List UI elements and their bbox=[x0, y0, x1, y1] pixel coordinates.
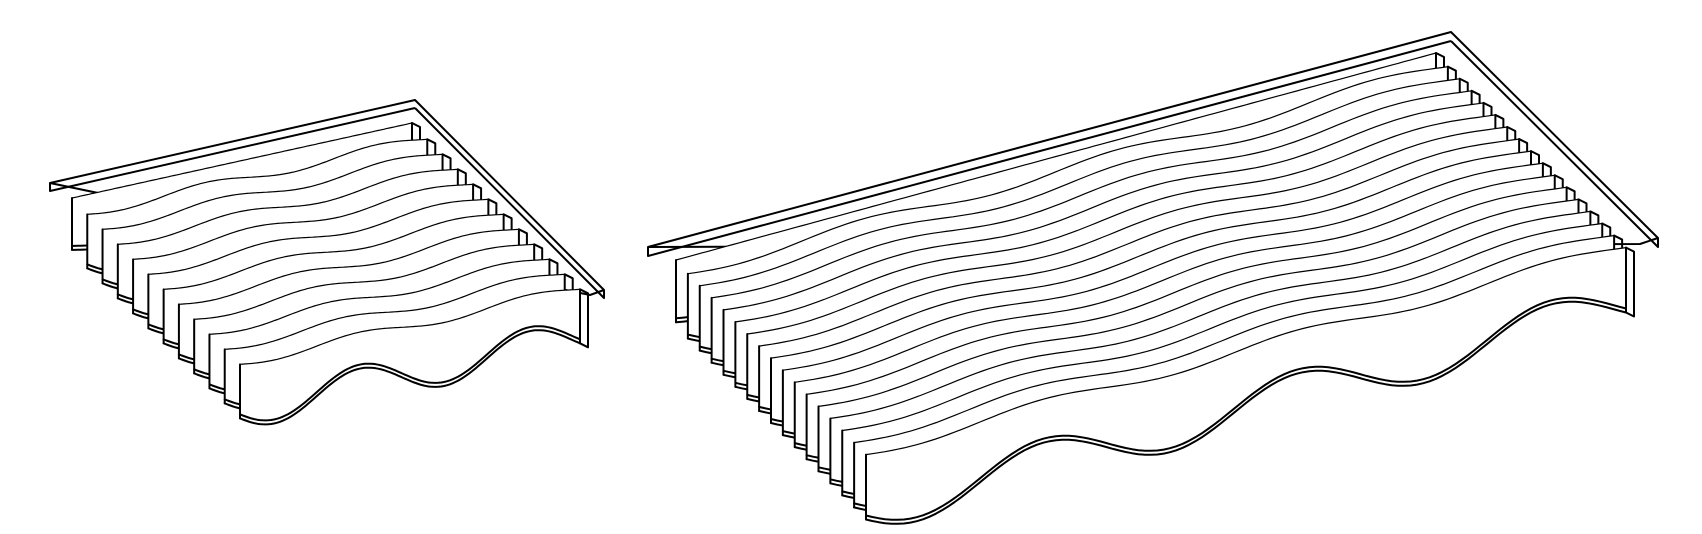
ceiling-panel-large bbox=[647, 31, 1659, 525]
ceiling-panel-small bbox=[49, 99, 605, 426]
baffle-face bbox=[240, 289, 580, 425]
baffle-wave-edge-lower bbox=[239, 329, 581, 426]
baffle-top-edge bbox=[675, 52, 1437, 261]
baffle-top-edge bbox=[133, 183, 474, 260]
baffle-top-edge bbox=[102, 153, 443, 230]
baffle-top-edge bbox=[224, 273, 565, 350]
baffle-end-thickness bbox=[1625, 246, 1635, 318]
baffle-top-edge bbox=[806, 186, 1567, 395]
baffle-end-thickness bbox=[579, 288, 589, 349]
baffle-top-edge bbox=[747, 126, 1508, 335]
baffle-top-edge bbox=[209, 258, 550, 335]
baffle-face bbox=[866, 247, 1626, 524]
baffle-top-edge bbox=[842, 222, 1603, 432]
baffle-wave-edge-lower bbox=[865, 300, 1627, 525]
baffle bbox=[239, 288, 589, 426]
baffle-top-edge bbox=[865, 247, 1627, 456]
ceiling-plate-edge bbox=[49, 107, 605, 299]
baffle-top-edge bbox=[830, 210, 1591, 419]
baffle-top-edge bbox=[163, 213, 504, 290]
baffle-top-edge bbox=[699, 78, 1460, 287]
baffle-top-edge bbox=[71, 122, 413, 199]
baffle bbox=[865, 246, 1635, 525]
baffle-top-edge bbox=[148, 198, 489, 275]
baffle-top-edge bbox=[194, 243, 535, 320]
baffle-top-edge bbox=[711, 90, 1472, 299]
baffle-top-edge bbox=[854, 235, 1615, 444]
baffle-top-edge bbox=[178, 228, 519, 305]
baffle-top-edge bbox=[687, 66, 1448, 275]
baffle-top-edge bbox=[782, 162, 1543, 371]
ceiling-plate-edge bbox=[647, 40, 1659, 257]
baffle-top-edge bbox=[818, 198, 1579, 407]
baffle-wave-edge bbox=[239, 325, 581, 422]
baffle-top-edge bbox=[770, 150, 1532, 359]
baffle-wave-edge bbox=[865, 296, 1627, 521]
baffle-top-edge bbox=[759, 138, 1520, 347]
baffle-top-edge bbox=[87, 138, 428, 215]
baffle-top-edge bbox=[117, 168, 458, 245]
baffle-top-edge bbox=[723, 102, 1484, 311]
baffle-top-edge bbox=[794, 174, 1555, 383]
baffle-top-edge bbox=[735, 114, 1496, 323]
baffle-top-edge bbox=[239, 288, 581, 365]
